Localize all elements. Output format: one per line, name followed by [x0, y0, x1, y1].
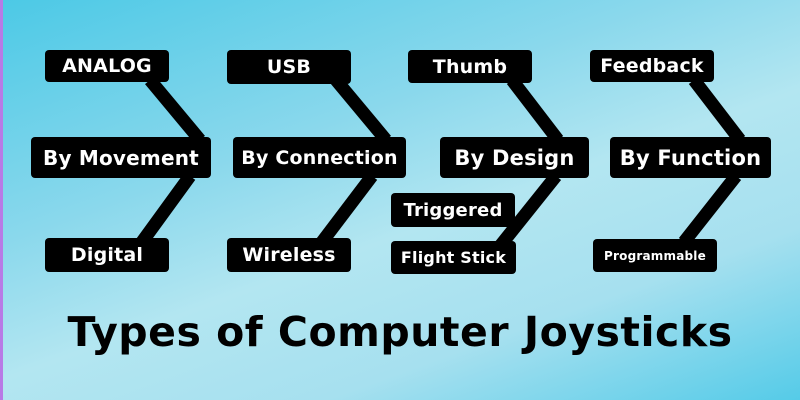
category-label: By Connection [241, 146, 398, 169]
type-label: ANALOG [62, 55, 152, 77]
category-label: By Design [454, 145, 575, 170]
category-box-by-design: By Design [440, 137, 589, 178]
connector-flight-stick [494, 171, 562, 251]
type-box-feedback: Feedback [590, 50, 714, 82]
connector-analog [145, 75, 205, 145]
type-box-usb: USB [227, 50, 351, 84]
type-label: Wireless [242, 244, 336, 266]
connector-digital [136, 172, 196, 246]
type-box-analog: ANALOG [45, 50, 169, 82]
category-label: By Function [619, 145, 762, 170]
connector-feedback [688, 76, 746, 144]
type-label: Flight Stick [400, 248, 507, 267]
type-label: Digital [70, 244, 144, 266]
category-box-by-movement: By Movement [31, 137, 211, 178]
type-label: USB [266, 56, 312, 78]
type-box-flight-stick: Flight Stick [391, 241, 516, 274]
category-box-by-connection: By Connection [233, 137, 406, 178]
type-box-thumb: Thumb [408, 50, 532, 83]
connector-usb [331, 75, 391, 145]
connector-thumb [506, 76, 564, 144]
type-label: Programmable [604, 248, 706, 263]
left-accent-stripe [0, 0, 3, 400]
category-label: By Movement [43, 145, 199, 170]
type-box-digital: Digital [45, 238, 169, 272]
connector-programmable [678, 171, 742, 247]
type-label: Feedback [600, 55, 704, 77]
connector-wireless [316, 172, 378, 246]
type-label: Triggered [403, 199, 503, 221]
type-label: Thumb [432, 55, 508, 78]
type-box-triggered: Triggered [391, 193, 515, 227]
diagram-title: Types of Computer Joysticks [67, 308, 733, 356]
type-box-programmable: Programmable [593, 239, 717, 272]
category-box-by-function: By Function [610, 137, 771, 178]
type-box-wireless: Wireless [227, 238, 351, 272]
